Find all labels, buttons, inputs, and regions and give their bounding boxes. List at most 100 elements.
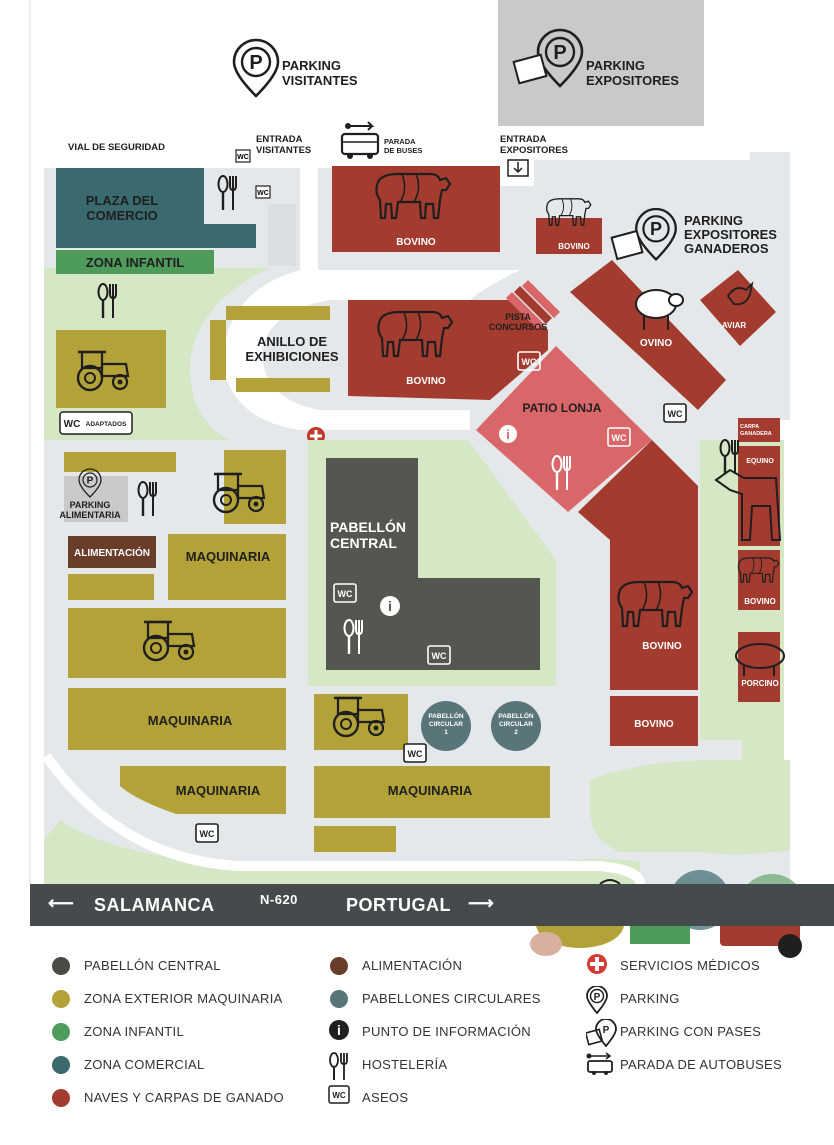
svg-text:OVINO: OVINO <box>640 338 672 349</box>
bovino-nave-3[interactable] <box>348 300 548 400</box>
svg-text:BOVINO: BOVINO <box>558 242 590 251</box>
legend-label: HOSTELERÍA <box>362 1057 448 1072</box>
wc-icon: WC <box>235 149 251 163</box>
svg-text:WC: WC <box>522 357 537 367</box>
bus-stop-icon <box>340 121 380 159</box>
legend-label: NAVES Y CARPAS DE GANADO <box>84 1090 284 1105</box>
sheep-icon <box>635 289 684 330</box>
parking-pin-icon: P <box>586 985 612 1015</box>
road-code-label: N-620 <box>260 892 298 907</box>
pabellon-central[interactable] <box>326 458 540 670</box>
wc-adaptados[interactable]: WC ADAPTADOS <box>59 411 133 435</box>
legend-swatch <box>52 1089 70 1107</box>
svg-text:i: i <box>506 427 510 442</box>
bovino-nave-4[interactable] <box>578 440 698 690</box>
svg-text:MAQUINARIA: MAQUINARIA <box>388 783 473 798</box>
wc-icon: WC <box>427 645 451 665</box>
legend-label: PARADA DE AUTOBUSES <box>620 1057 782 1072</box>
info-icon: i <box>380 596 400 616</box>
wc-icon: WC <box>328 1085 354 1109</box>
legend-label: PABELLÓN CENTRAL <box>84 958 221 973</box>
svg-text:WC: WC <box>332 1091 346 1100</box>
svg-text:AVIAR: AVIAR <box>722 321 747 330</box>
svg-text:i: i <box>388 598 392 614</box>
svg-text:MAQUINARIA: MAQUINARIA <box>186 549 271 564</box>
maquinaria-exterior-6[interactable] <box>120 766 286 814</box>
legend-label: ZONA INFANTIL <box>84 1024 184 1039</box>
svg-text:WC: WC <box>408 749 423 759</box>
alimentacion[interactable] <box>68 536 156 568</box>
legend-swatch <box>52 957 70 975</box>
wc-icon: WC <box>333 583 357 603</box>
svg-text:BOVINO: BOVINO <box>406 376 446 387</box>
svg-text:WC: WC <box>612 433 627 443</box>
legend-label: PARKING <box>620 991 680 1006</box>
zona-infantil[interactable] <box>56 250 214 274</box>
carpa-ganadera[interactable] <box>738 418 780 442</box>
patio-lonja[interactable] <box>476 346 652 512</box>
svg-text:WC: WC <box>200 829 215 839</box>
legend-swatch <box>52 1056 70 1074</box>
parking-pass-badge <box>610 229 644 261</box>
info-icon: i <box>499 425 517 443</box>
svg-text:PATIO LONJA: PATIO LONJA <box>523 401 602 415</box>
green-bottom-right <box>590 760 790 855</box>
svg-text:WC: WC <box>432 651 447 661</box>
bovino-nave-1[interactable] <box>332 166 500 252</box>
equino-carpa[interactable] <box>738 446 780 546</box>
maquinaria-exterior-4[interactable] <box>68 608 286 678</box>
svg-text:BOVINO: BOVINO <box>634 719 674 730</box>
maquinaria-exterior-1[interactable] <box>56 330 166 408</box>
bovino-nave-2[interactable] <box>536 218 602 254</box>
maquinaria-exterior-5[interactable] <box>68 688 286 750</box>
maquinaria-exterior-3[interactable] <box>168 534 286 600</box>
arrow-right-icon: ⟶ <box>468 893 495 913</box>
plaza-del-comercio[interactable] <box>56 168 256 248</box>
road-portugal-label: PORTUGAL <box>346 895 451 915</box>
rooster-icon <box>726 281 754 306</box>
svg-text:MAQUINARIA: MAQUINARIA <box>176 783 261 798</box>
svg-text:ALIMENTACIÓN: ALIMENTACIÓN <box>74 546 150 559</box>
parking-visitantes-pin <box>232 38 280 98</box>
maquinaria-exterior-8[interactable] <box>314 766 550 818</box>
vial-seguridad-label: VIAL DE SEGURIDAD <box>68 142 165 153</box>
aviar-nave[interactable] <box>700 270 776 346</box>
legend-label: PUNTO DE INFORMACIÓN <box>362 1024 531 1039</box>
svg-text:BOVINO: BOVINO <box>642 641 682 652</box>
pig-icon <box>735 643 785 676</box>
medical-cross-icon <box>586 953 612 977</box>
svg-text:i: i <box>337 1022 341 1038</box>
bus-stop-icon <box>586 1052 613 1076</box>
legend-label: ASEOS <box>362 1090 409 1105</box>
svg-text:WC: WC <box>257 190 269 197</box>
pista-concursos[interactable] <box>506 280 560 330</box>
road-salamanca-label: SALAMANCA <box>94 895 215 915</box>
svg-text:P: P <box>594 992 601 1003</box>
wc-icon: WC <box>255 185 271 199</box>
wc-icon: WC <box>517 351 541 371</box>
wc-icon: WC <box>195 823 219 843</box>
svg-text:WC: WC <box>668 409 683 419</box>
fork-knife-icon <box>328 1052 354 1080</box>
bovino-nave-5[interactable] <box>610 696 698 746</box>
svg-text:WC: WC <box>237 154 249 161</box>
ovino-nave[interactable] <box>570 260 726 410</box>
wc-icon: WC <box>607 427 631 447</box>
legend-swatch <box>52 1023 70 1041</box>
info-icon: i <box>328 1019 354 1043</box>
svg-text:WC: WC <box>338 589 353 599</box>
